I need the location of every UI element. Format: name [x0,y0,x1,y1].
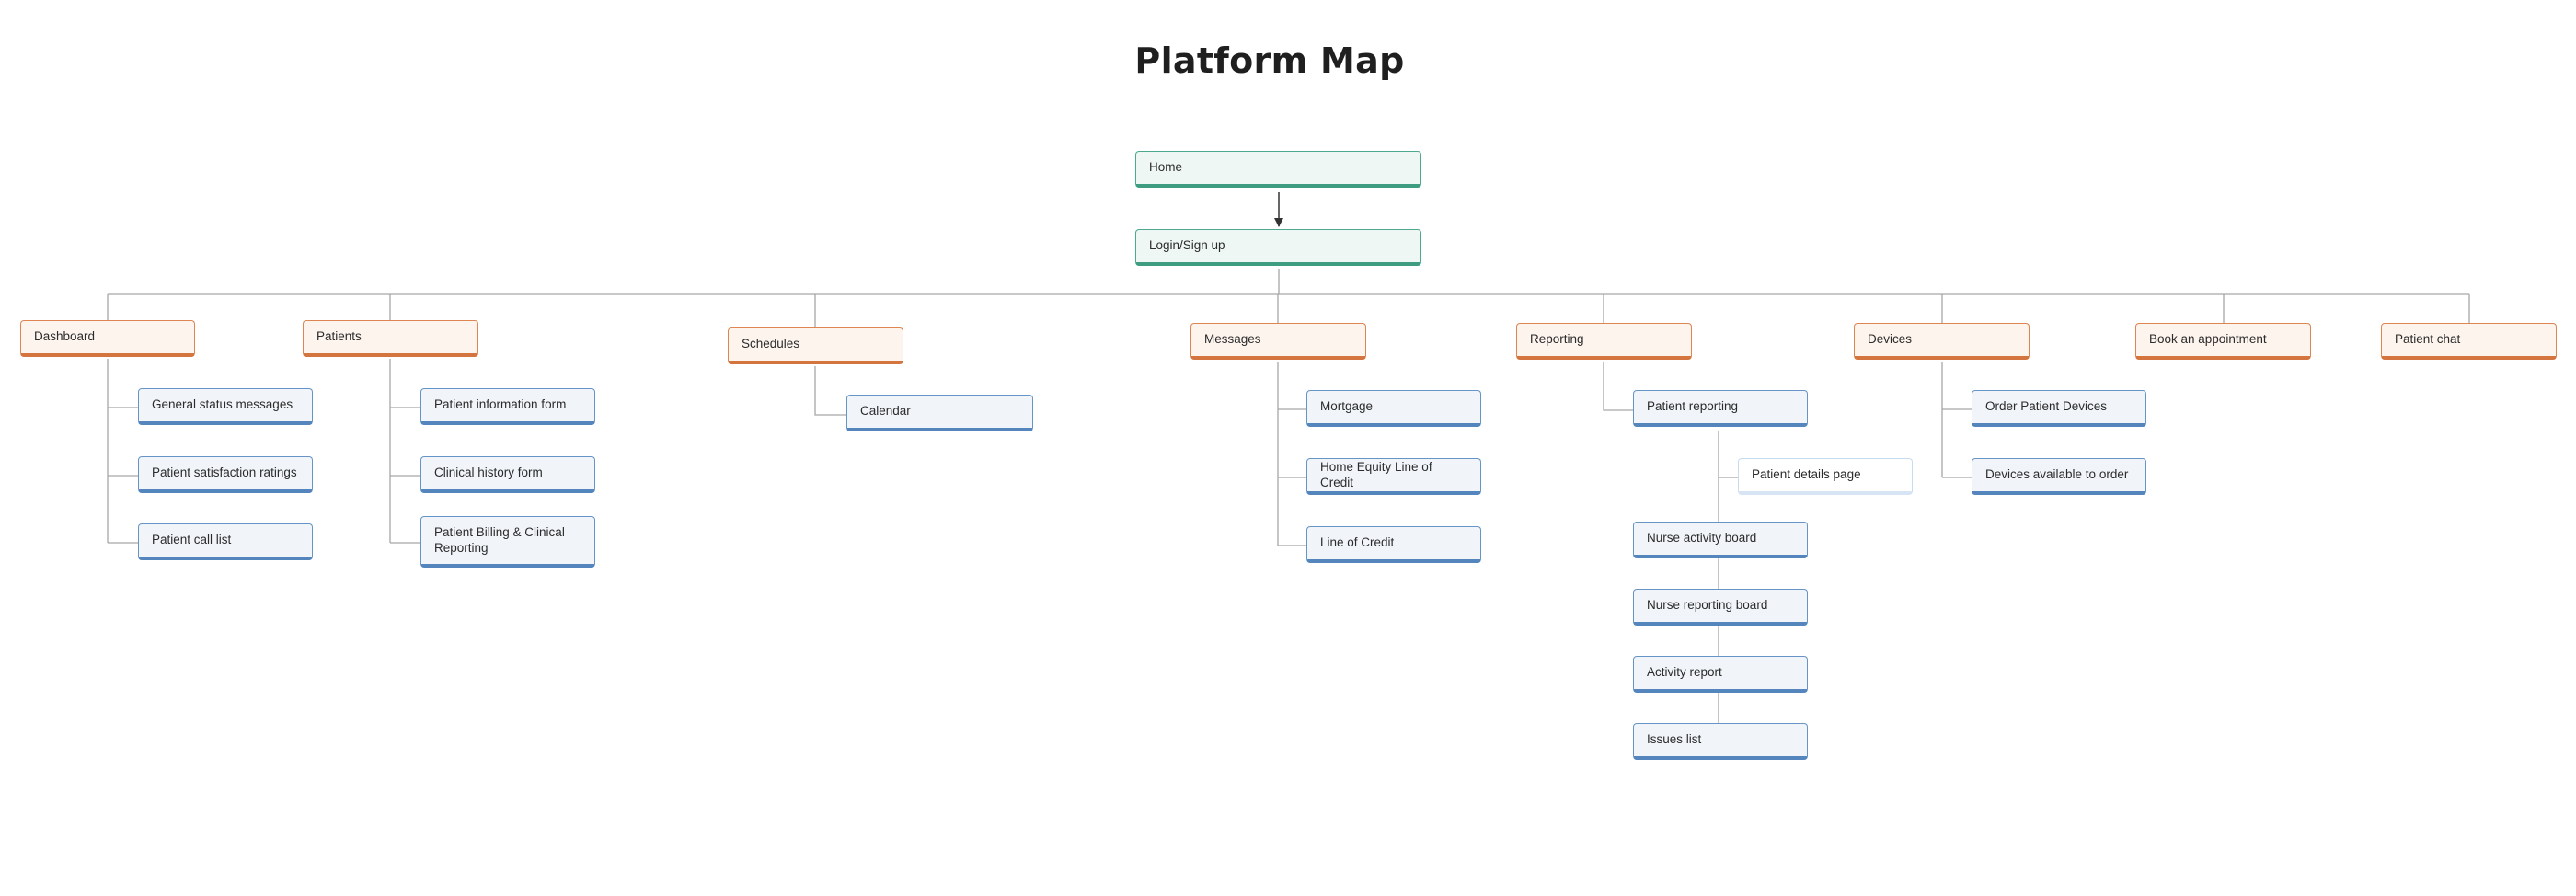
connector-dashboard-children [107,359,138,544]
node-general-status-messages[interactable]: General status messages [138,388,313,425]
node-patient-billing-clinical-reporting[interactable]: Patient Billing & Clinical Reporting [420,516,595,568]
node-devices-available-to-order[interactable]: Devices available to order [1972,458,2146,495]
node-label: Nurse reporting board [1647,598,1768,613]
node-line-of-credit[interactable]: Line of Credit [1306,526,1481,563]
node-label: Schedules [742,337,800,351]
node-label: Patient reporting [1647,399,1739,414]
node-label: Book an appointment [2149,332,2267,347]
node-label: Line of Credit [1320,535,1395,550]
connector-schedules-children [814,366,846,416]
node-mortgage[interactable]: Mortgage [1306,390,1481,427]
node-activity-report[interactable]: Activity report [1633,656,1808,693]
node-patient-chat[interactable]: Patient chat [2381,323,2557,360]
node-order-patient-devices[interactable]: Order Patient Devices [1972,390,2146,427]
node-label: Mortgage [1320,399,1374,414]
node-label: Devices available to order [1985,467,2129,482]
node-label: Reporting [1530,332,1584,347]
node-label: Dashboard [34,329,96,344]
node-home[interactable]: Home [1135,151,1421,188]
node-patient-details-page[interactable]: Patient details page [1738,458,1913,495]
node-messages[interactable]: Messages [1190,323,1366,360]
node-book-an-appointment[interactable]: Book an appointment [2135,323,2311,360]
node-patient-satisfaction-ratings[interactable]: Patient satisfaction ratings [138,456,313,493]
node-label: Clinical history form [434,465,543,480]
node-label: Login/Sign up [1149,238,1225,253]
node-patients[interactable]: Patients [303,320,478,357]
node-label: Issues list [1647,732,1702,747]
connector-messages-children [1277,362,1306,546]
node-patient-reporting[interactable]: Patient reporting [1633,390,1808,427]
node-label: Patient details page [1752,467,1861,482]
node-label: Home Equity Line of Credit [1320,459,1432,489]
node-label: Patient satisfaction ratings [152,465,297,480]
node-label: General status messages [152,397,293,412]
node-patient-information-form[interactable]: Patient information form [420,388,595,425]
node-label: Patient Billing & Clinical Reporting [434,524,565,555]
node-label: Activity report [1647,665,1722,680]
node-login-sign-up[interactable]: Login/Sign up [1135,229,1421,266]
connector-patients-children [389,359,420,544]
node-devices[interactable]: Devices [1854,323,2030,360]
node-label: Order Patient Devices [1985,399,2108,414]
diagram-title: Platform Map [1134,40,1405,81]
node-clinical-history-form[interactable]: Clinical history form [420,456,595,493]
node-label: Devices [1868,332,1913,347]
node-issues-list[interactable]: Issues list [1633,723,1808,760]
node-label: Messages [1204,332,1261,347]
node-label: Patient chat [2395,332,2461,347]
node-home-equity-line-of-credit[interactable]: Home Equity Line of Credit [1306,458,1481,495]
node-patient-call-list[interactable]: Patient call list [138,523,313,560]
node-nurse-reporting-board[interactable]: Nurse reporting board [1633,589,1808,626]
node-dashboard[interactable]: Dashboard [20,320,195,357]
node-label: Nurse activity board [1647,531,1757,546]
node-reporting[interactable]: Reporting [1516,323,1692,360]
connector-reporting-children [1603,362,1633,411]
node-schedules[interactable]: Schedules [728,327,903,364]
node-nurse-activity-board[interactable]: Nurse activity board [1633,522,1808,558]
node-calendar[interactable]: Calendar [846,395,1033,431]
node-label: Patients [316,329,362,344]
connector-devices-children [1941,362,1972,478]
node-label: Home [1149,160,1183,175]
node-label: Patient call list [152,533,232,547]
node-label: Calendar [860,404,911,419]
node-label: Patient information form [434,397,567,412]
